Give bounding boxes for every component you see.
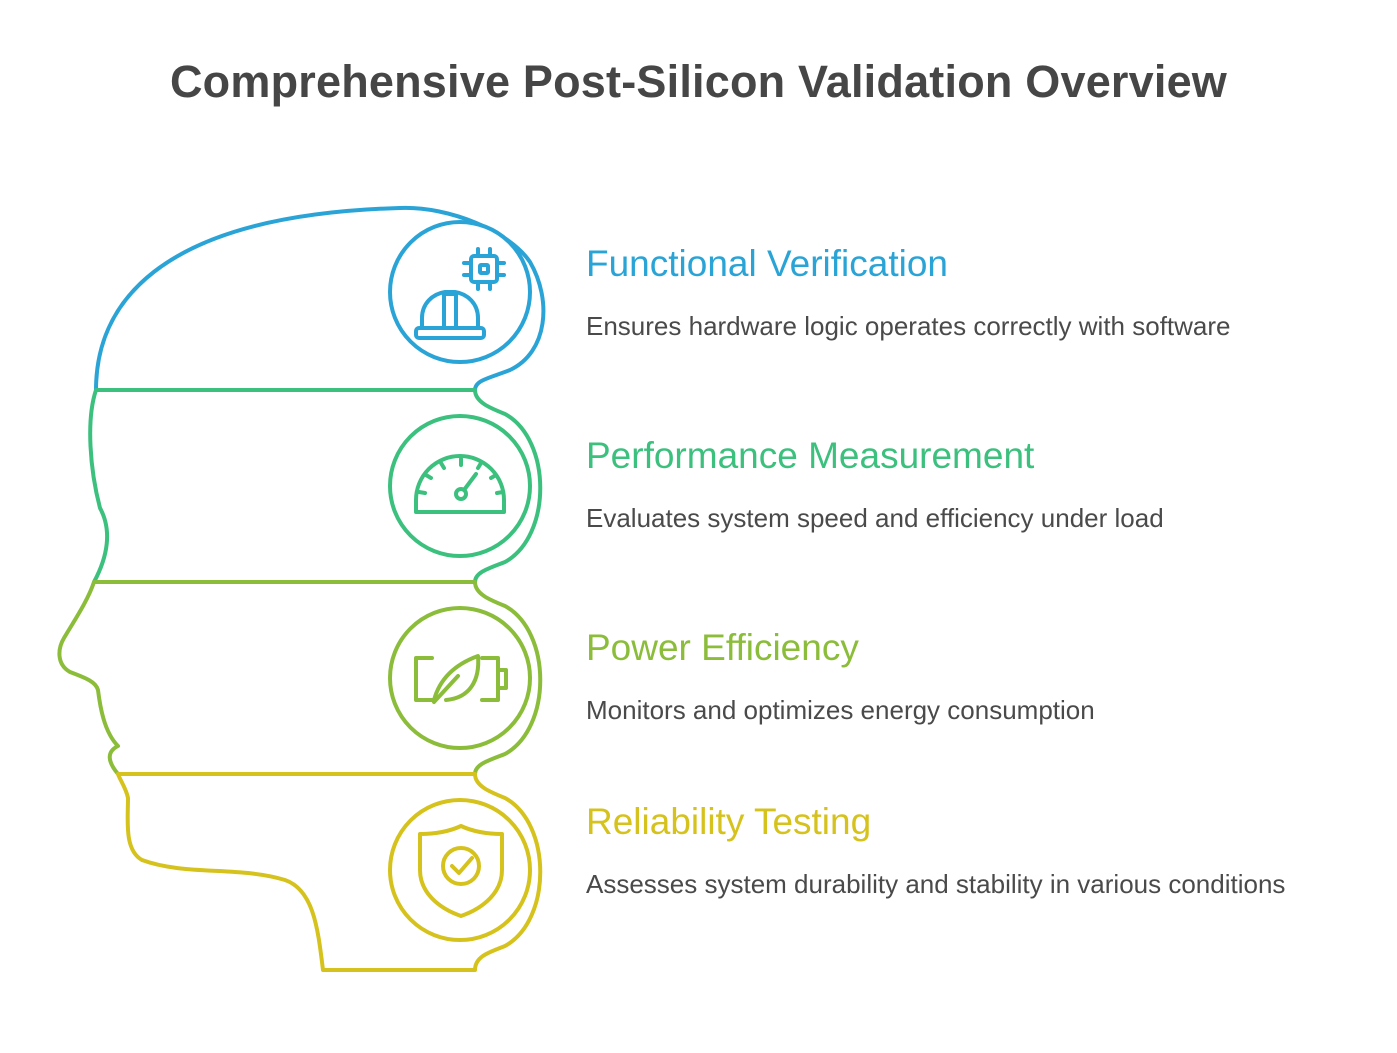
speedometer-icon [414, 454, 506, 514]
eco-battery-icon [414, 654, 508, 704]
page-title: Comprehensive Post-Silicon Validation Ov… [169, 56, 1227, 107]
item-heading: Power Efficiency [586, 627, 859, 668]
shield-check-icon [418, 824, 504, 918]
item-description: Assesses system durability and stability… [586, 869, 1286, 899]
item-description: Ensures hardware logic operates correctl… [586, 311, 1231, 341]
item-heading: Reliability Testing [586, 801, 872, 842]
item-description: Monitors and optimizes energy consumptio… [586, 695, 1095, 725]
item-power-efficiency: Power Efficiency Monitors and optimizes … [586, 626, 1376, 728]
head-segment-2 [88, 388, 543, 584]
item-performance-measurement: Performance Measurement Evaluates system… [586, 434, 1376, 536]
item-description: Evaluates system speed and efficiency un… [586, 503, 1164, 533]
item-heading: Functional Verification [586, 243, 948, 284]
head-segment-4 [116, 772, 543, 972]
icon-circle-2 [388, 414, 532, 558]
chip-hardhat-icon [414, 247, 506, 340]
head-segment-3 [57, 580, 543, 776]
item-heading: Performance Measurement [586, 435, 1035, 476]
item-reliability-testing: Reliability Testing Assesses system dura… [586, 800, 1286, 902]
item-functional-verification: Functional Verification Ensures hardware… [586, 242, 1376, 344]
icon-circle-3 [388, 606, 532, 750]
